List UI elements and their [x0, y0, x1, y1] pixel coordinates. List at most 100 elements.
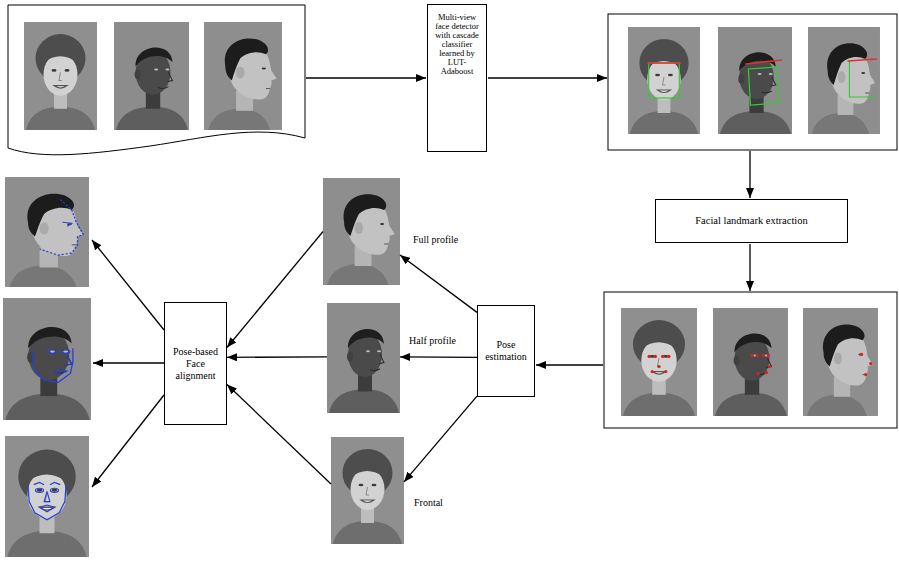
aligned-frontal [5, 436, 89, 557]
landmark-dot [864, 373, 867, 376]
face-photo [628, 27, 700, 134]
input-half-photo [114, 22, 189, 130]
half-profile-photo [327, 303, 400, 413]
alignment-mouth [40, 505, 55, 512]
landmark-dot [661, 355, 664, 358]
detection-box [649, 63, 680, 98]
box-text: Multi-view face detector with cascade cl… [432, 5, 482, 76]
landmark-dot [654, 355, 657, 358]
aligned-half [3, 298, 91, 420]
landmark-dots [750, 354, 771, 375]
detected-frontal [628, 27, 700, 134]
landmark-dot [762, 354, 765, 357]
landmark-dot [756, 354, 759, 357]
eye-line [847, 59, 877, 61]
alignment-brow [34, 482, 44, 484]
flow-arrow [404, 396, 477, 482]
box-text: Facial landmark extraction [662, 215, 841, 227]
box-text: Pose estimation [482, 339, 530, 363]
face-photo [327, 303, 400, 413]
landmark-panel [604, 292, 897, 428]
process-box: Facial landmark extraction [655, 199, 848, 243]
face-photo [5, 177, 89, 287]
box-text: Pose-based Face alignment [169, 346, 222, 382]
face-photo [331, 437, 404, 544]
landmark-dot [664, 370, 667, 373]
process-box: Pose-based Face alignment [164, 302, 227, 425]
alignment-eye [63, 222, 72, 226]
flow-arrow [306, 77, 426, 78]
alignment-nose [64, 353, 71, 366]
eye-line [647, 62, 682, 64]
landmark-dot [651, 370, 654, 373]
face-photo [713, 308, 788, 416]
alignment-eye [48, 350, 56, 354]
process-box: Pose estimation [477, 305, 535, 397]
landmark-dot [765, 371, 768, 374]
alignment-mouth [55, 370, 67, 375]
text-block: Multi-view face detector with cascade cl… [432, 13, 482, 76]
landmark-dot [768, 365, 771, 368]
face-photo [803, 308, 878, 416]
flow-arrow [227, 232, 323, 348]
flow-arrow [536, 364, 603, 365]
box-label: Pose-based Face alignment [173, 346, 218, 381]
face-photo [3, 298, 91, 420]
flow-arrow [488, 77, 607, 78]
flow-arrows [92, 78, 750, 487]
pose-photo-node: Frontal [331, 437, 404, 544]
aligned-profile [5, 177, 89, 287]
text-block: Facial landmark extraction [662, 215, 841, 227]
landmark-dot [869, 362, 872, 365]
detected-profile [808, 27, 880, 134]
landmarks-profile [803, 308, 878, 416]
face-photo [5, 436, 89, 557]
pose-label: Frontal [413, 497, 444, 509]
alignment-eye [50, 488, 58, 492]
face-photo [204, 22, 282, 130]
face-photo [323, 178, 400, 285]
landmark-dot [750, 354, 753, 357]
connectors [227, 232, 477, 485]
box-label: Facial landmark extraction [695, 215, 808, 226]
flow-arrow [749, 244, 750, 291]
landmarks-half [713, 308, 788, 416]
pose-label: Half profile [408, 335, 457, 347]
face-photo [718, 27, 792, 134]
flow-arrow [93, 362, 164, 363]
alignment-contour [28, 486, 66, 520]
alignment-contour [32, 348, 73, 382]
landmark-dot [860, 353, 863, 356]
input-panel [8, 5, 305, 155]
flow-arrow [400, 356, 477, 358]
process-box: Multi-view face detector with cascade cl… [427, 4, 487, 152]
input-profile-photo [204, 22, 282, 130]
detection-box [748, 67, 778, 105]
flow-arrow [749, 151, 750, 198]
alignment-contour [40, 200, 84, 256]
text-block: Pose estimation [482, 339, 530, 363]
pose-photo-node: Half profile [327, 303, 400, 413]
landmark-dot [657, 365, 660, 368]
flow-arrow [400, 255, 477, 312]
pose-photo-node: Full profile [323, 178, 400, 285]
text-block: Pose-based Face alignment [169, 346, 222, 382]
face-photo [24, 22, 97, 130]
landmark-dot [767, 354, 770, 357]
alignment-brow [50, 482, 60, 484]
detection-box [849, 61, 875, 97]
eye-line [745, 60, 782, 64]
profile-photo [323, 178, 400, 285]
flow-arrow [92, 395, 164, 487]
face-photo [808, 27, 880, 134]
frontal-photo [331, 437, 404, 544]
landmark-dots [647, 355, 670, 373]
landmark-dot [667, 355, 670, 358]
landmark-dot [647, 355, 650, 358]
alignment-nose [44, 491, 50, 501]
flow-arrow [227, 384, 331, 484]
face-photo [621, 308, 697, 416]
input-frontal-photo [24, 22, 97, 130]
